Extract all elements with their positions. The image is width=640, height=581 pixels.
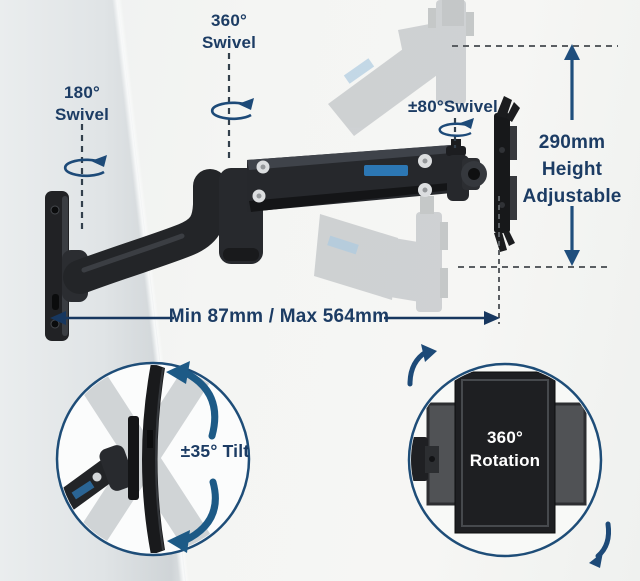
tilt-arrow-up-icon <box>166 361 219 440</box>
label-line: 290mm <box>538 132 606 153</box>
extension-measure-arrow <box>50 311 500 325</box>
tilt-arrow-down-icon <box>167 478 219 553</box>
label-line: ±80°Swivel <box>408 97 498 116</box>
brand-logo-small <box>71 480 95 500</box>
brand-logo <box>364 165 408 176</box>
rotation-arrow-icon-180 <box>63 155 107 178</box>
label-line: 360° <box>211 11 247 30</box>
ghost-brand-logo <box>327 235 359 255</box>
label-swivel-360: 360° Swivel <box>179 10 279 54</box>
tilt-monitor-side <box>142 365 165 553</box>
tilt-inset <box>55 361 251 557</box>
label-line: ±35° Tilt <box>180 441 250 461</box>
label-rotation: 360° Rotation <box>453 426 557 472</box>
label-tilt: ±35° Tilt <box>165 441 265 461</box>
ghost-arm-raised <box>328 0 474 136</box>
rotation-arrow-icon-80 <box>438 118 474 137</box>
arm-head-joint <box>446 139 487 201</box>
label-line: Rotation <box>469 451 541 470</box>
vesa-bracket <box>494 96 520 252</box>
label-swivel-80: ±80°Swivel <box>385 97 521 117</box>
label-line: 360° <box>487 428 523 447</box>
rotation-arrow-top-icon <box>407 344 437 387</box>
height-double-arrow <box>564 44 580 266</box>
wall-mount-plate <box>45 191 69 341</box>
rotation-arm-stub <box>411 437 439 481</box>
rotation-arrow-bottom-icon <box>589 521 611 568</box>
ghost-arm-lowered <box>314 196 448 312</box>
forearm-link <box>62 169 227 302</box>
label-line: Min 87mm / Max 564mm <box>168 306 390 327</box>
tilt-arm <box>59 416 139 514</box>
label-line: Height <box>541 159 603 180</box>
gas-spring-arm <box>247 145 462 212</box>
label-height-adjustable: 290mm Height Adjustable <box>512 129 632 210</box>
rotation-arrow-icon-360 <box>210 98 254 121</box>
label-swivel-180: 180° Swivel <box>32 82 132 126</box>
rotation-inset <box>407 344 611 568</box>
label-line: 180° <box>64 83 100 102</box>
ghost-brand-logo <box>343 58 375 84</box>
label-line: Swivel <box>54 105 110 124</box>
label-line: Swivel <box>201 33 257 52</box>
label-line: Adjustable <box>522 186 622 207</box>
rotation-monitor-portrait <box>454 371 556 534</box>
label-extension-range: Min 87mm / Max 564mm <box>168 306 390 328</box>
